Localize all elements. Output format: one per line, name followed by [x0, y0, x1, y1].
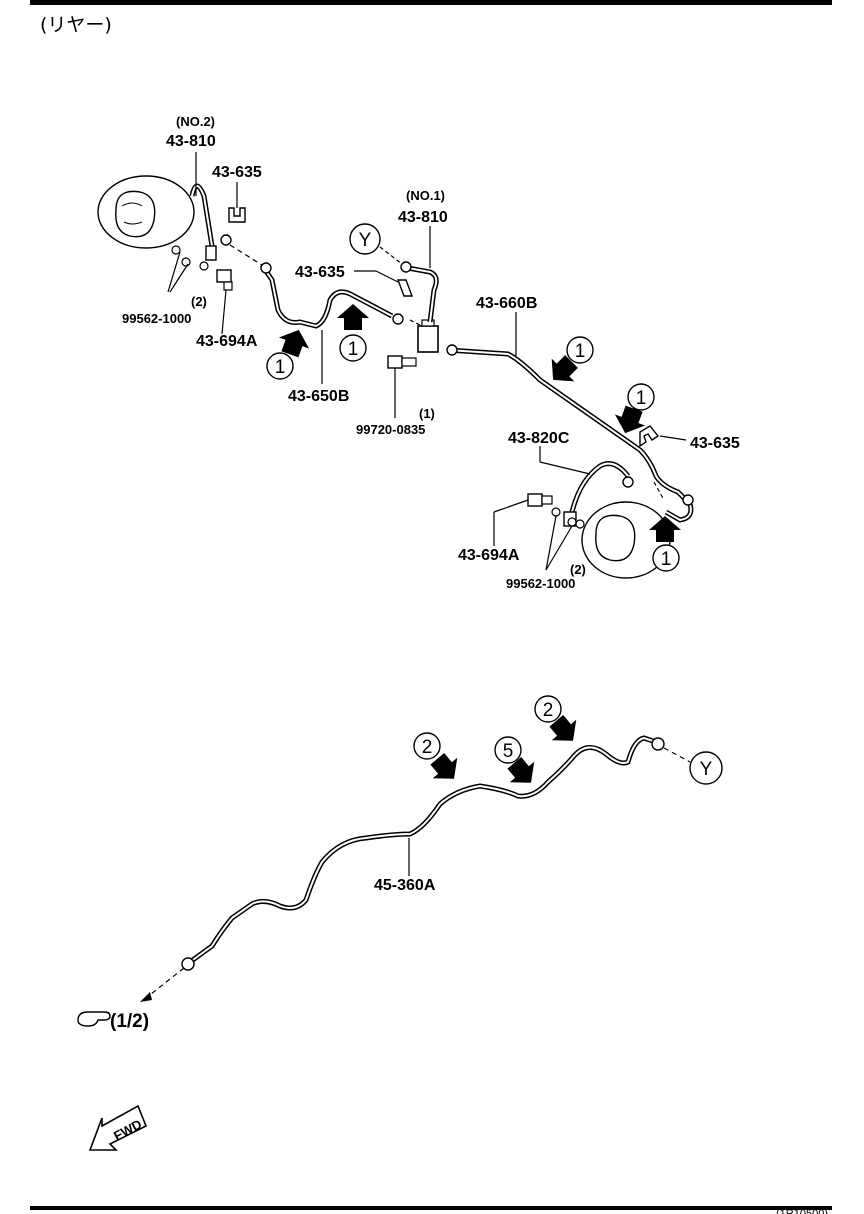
washer-left-part: 99562-1000 [122, 311, 191, 326]
junction-bolt [387, 355, 417, 418]
center-flex-hose [379, 246, 439, 323]
page-ref-label: (1/2) [110, 1011, 149, 1032]
left-brake-pipe [259, 262, 404, 329]
torque-marker-1: 1 [649, 516, 681, 572]
svg-text:1: 1 [348, 339, 359, 360]
clip-left-part: 43-635 [212, 164, 262, 181]
svg-text:1: 1 [275, 357, 286, 378]
torque-marker-1: 1 [337, 304, 369, 362]
torque-marker-1: 1 [541, 336, 594, 392]
svg-text:2: 2 [543, 700, 554, 721]
torque-marker-1: 1 [266, 324, 314, 380]
torque-marker-2: 2 [413, 732, 467, 790]
left-brake-caliper [97, 175, 195, 249]
svg-text:5: 5 [503, 741, 514, 762]
page-reference-link[interactable]: (1/2) [77, 1011, 149, 1032]
washer-right-part: 99562-1000 [506, 576, 575, 591]
left-washers-bolt [171, 245, 233, 291]
junction-bolt-part: 99720-0835 [356, 422, 425, 437]
reference-y-upper: Y [349, 223, 381, 255]
bottom-rule [30, 1206, 832, 1210]
forward-direction-indicator: FWD [88, 1104, 148, 1151]
left-clip [228, 207, 246, 223]
leader-lines-upper [167, 152, 687, 571]
bolt-left-part: 43-694A [196, 333, 258, 350]
torque-marker-5: 5 [494, 736, 544, 794]
hose-no1-qty: (NO.1) [406, 188, 445, 203]
page-title: (リヤー) [40, 14, 112, 36]
right-clip [639, 425, 660, 448]
reference-y-lower: Y [689, 751, 723, 785]
svg-text:1: 1 [575, 341, 586, 362]
svg-text:Y: Y [700, 759, 713, 780]
right-washers-bolt [527, 493, 585, 529]
hose-no2-part: 43-810 [166, 133, 216, 150]
figure-code: (1R10500) [776, 1208, 828, 1214]
right-brake-pipe [446, 344, 694, 523]
main-pipe-part: 45-360A [374, 877, 436, 894]
svg-text:Y: Y [359, 230, 372, 251]
hose-no2-qty: (NO.2) [176, 114, 215, 129]
pipe-left-part: 43-650B [288, 388, 349, 405]
svg-text:1: 1 [661, 549, 672, 570]
hand-pointer-icon [77, 1011, 111, 1027]
main-brake-pipe [140, 735, 691, 1002]
clip-right-part: 43-635 [690, 435, 740, 452]
middle-clip [396, 279, 414, 297]
torque-marker-1: 1 [610, 383, 655, 439]
washer-right-qty: (2) [570, 562, 586, 577]
left-flex-hose [189, 183, 232, 261]
svg-text:2: 2 [422, 737, 433, 758]
junction-block [417, 319, 439, 353]
washer-left-qty: (2) [191, 294, 207, 309]
junction-bolt-qty: (1) [419, 406, 435, 421]
hose-right-part: 43-820C [508, 430, 570, 447]
bolt-right-part: 43-694A [458, 547, 520, 564]
hose-no1-part: 43-810 [398, 209, 448, 226]
svg-text:1: 1 [636, 388, 647, 409]
pipe-right-part: 43-660B [476, 295, 537, 312]
fwd-arrow-icon [88, 1104, 148, 1151]
clip-mid-part: 43-635 [295, 264, 345, 281]
top-rule [30, 0, 832, 5]
torque-marker-2: 2 [534, 695, 586, 752]
